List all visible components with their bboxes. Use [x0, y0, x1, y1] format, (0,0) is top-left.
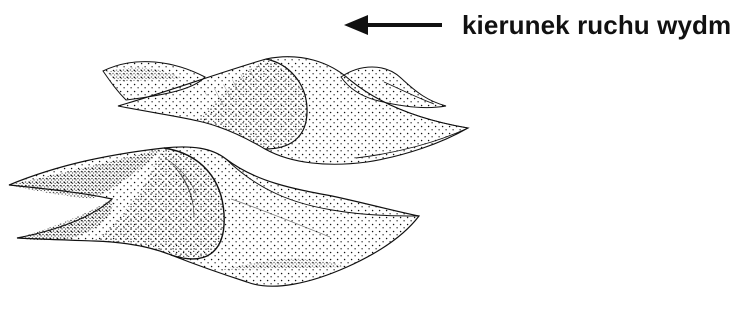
left-arrow-icon	[344, 5, 444, 45]
direction-label: kierunek ruchu wydm	[462, 9, 731, 41]
movement-direction: kierunek ruchu wydm	[344, 5, 740, 45]
large-front-dune	[9, 147, 419, 286]
barchan-dunes-illustration	[0, 48, 540, 327]
